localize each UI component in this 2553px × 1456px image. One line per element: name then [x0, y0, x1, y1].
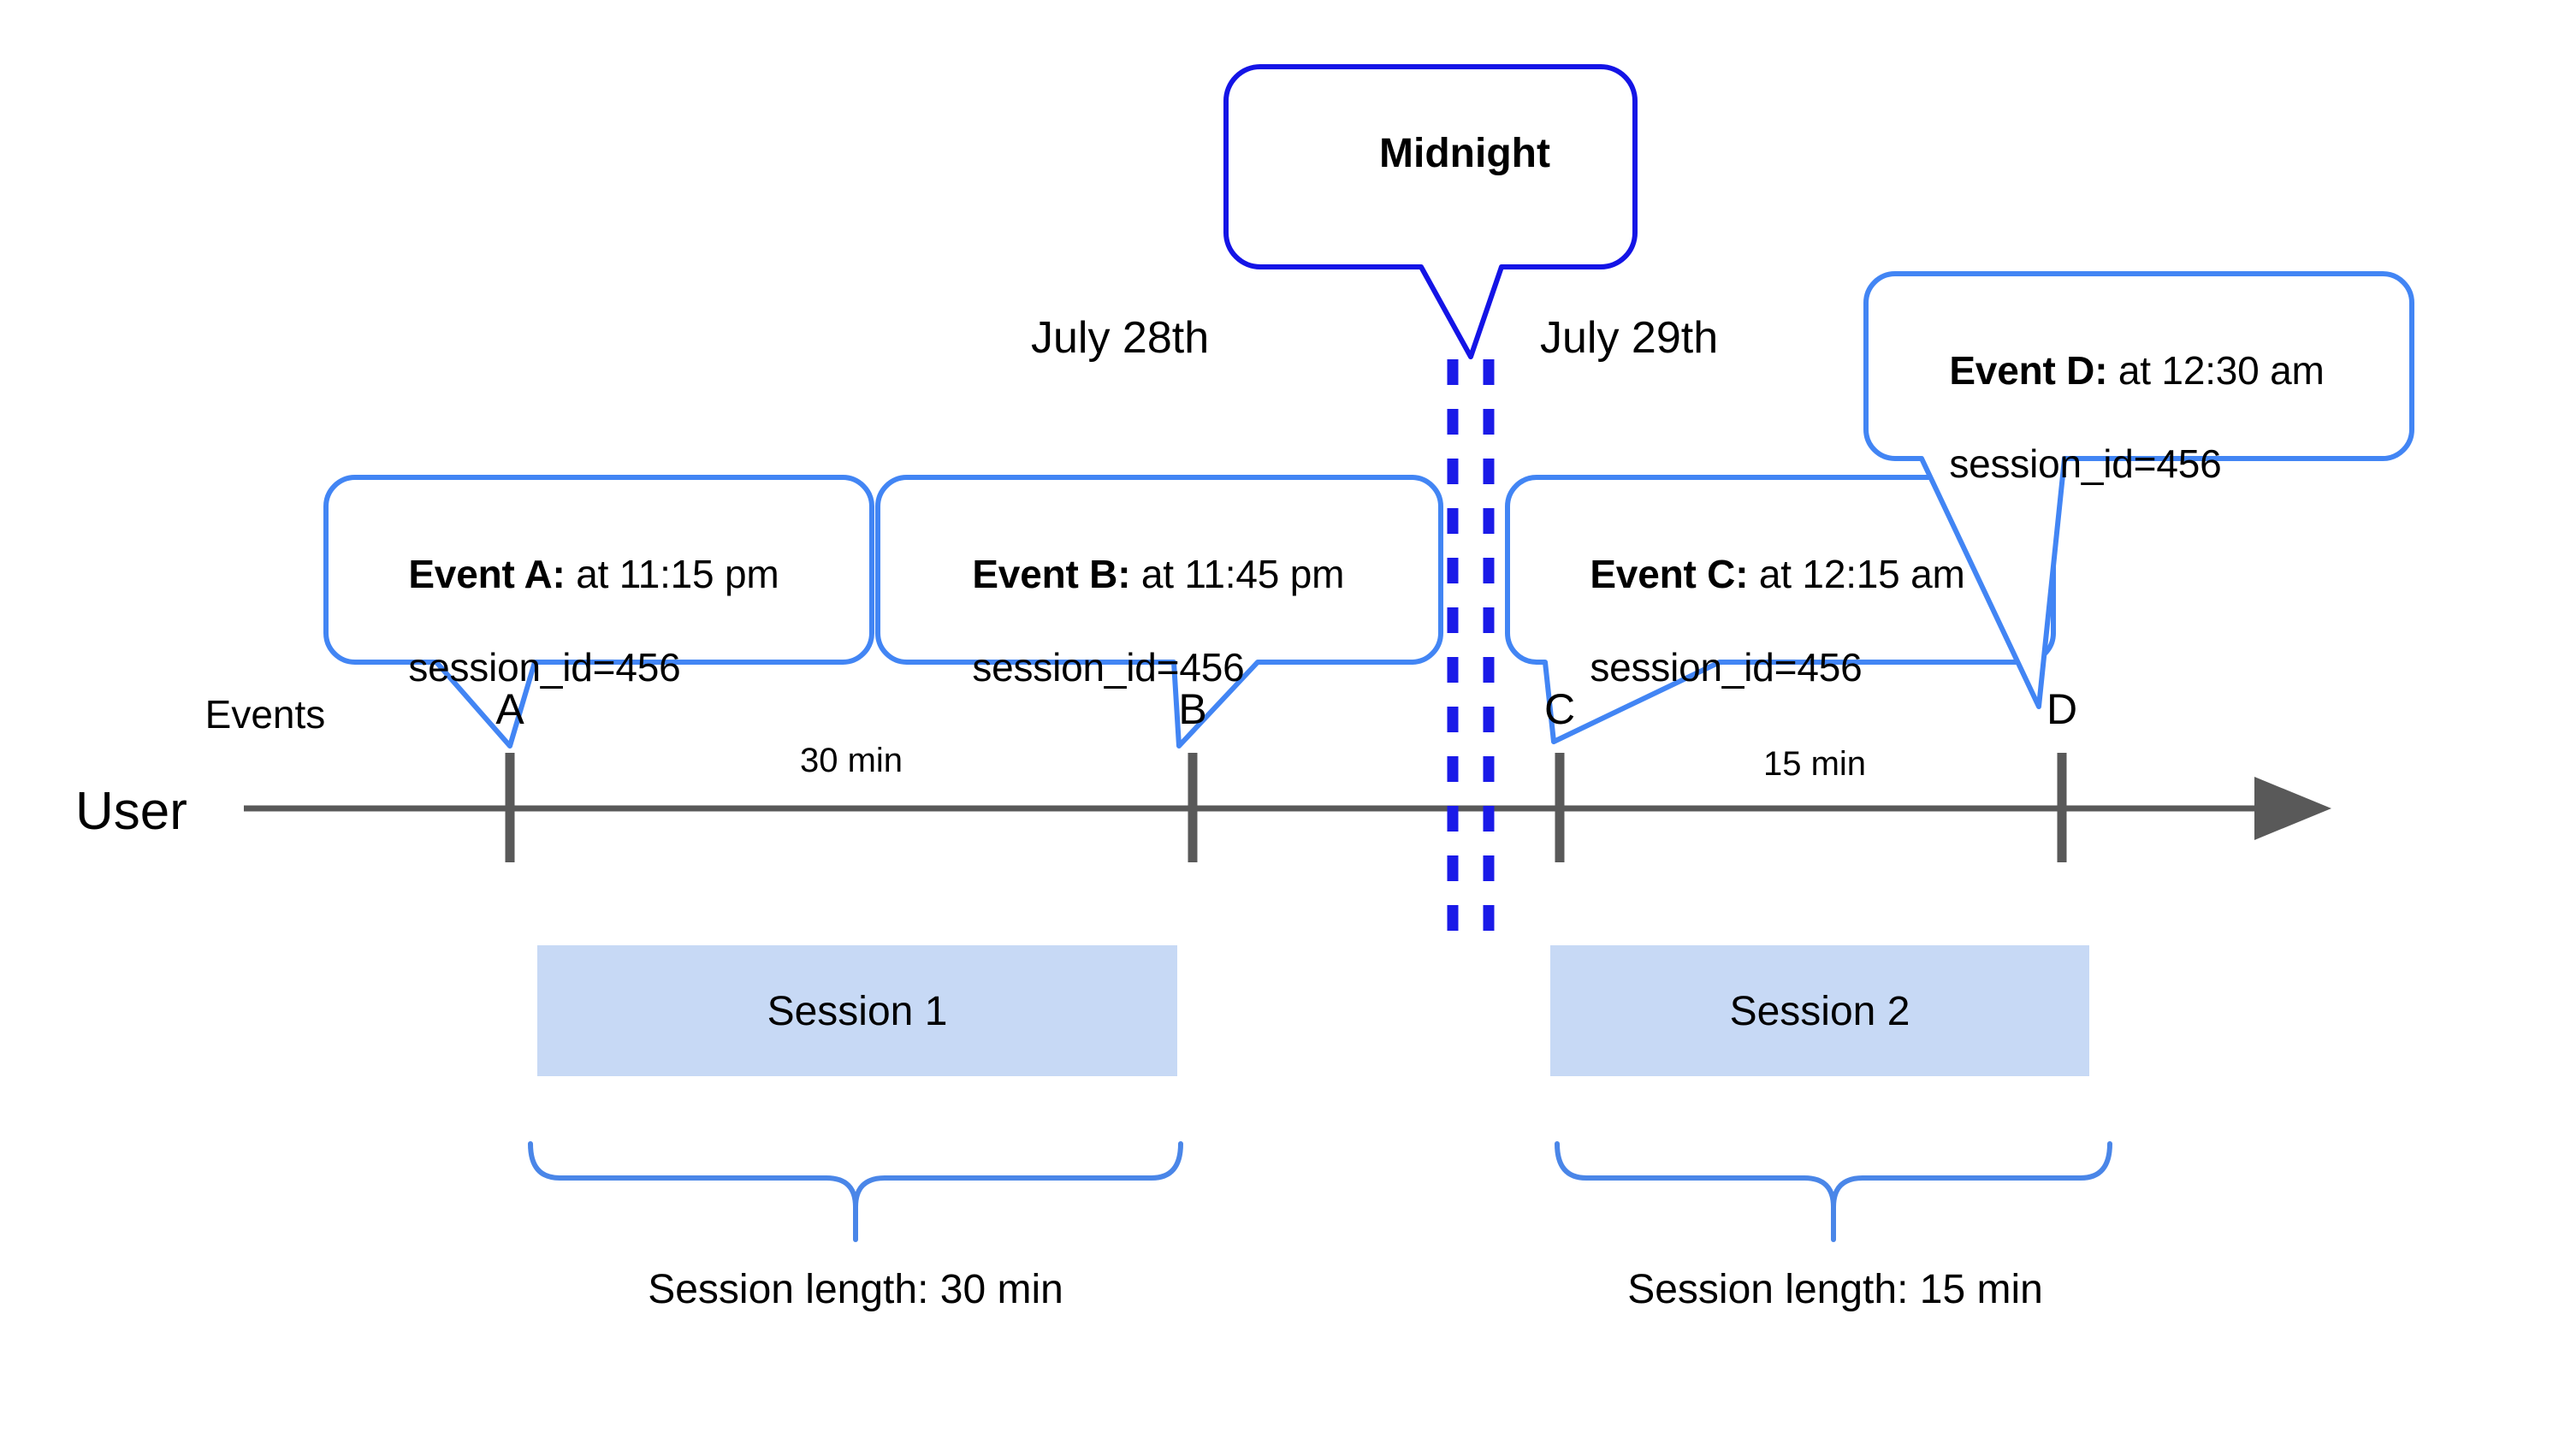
event-d-callout-shape: [1863, 271, 2414, 709]
event-a-detail: at 11:15 pm: [565, 552, 779, 597]
tick-label-b: B: [1178, 685, 1207, 733]
event-a-session-id: session_id=456: [408, 644, 681, 690]
event-a-callout-text: Event A: at 11:15 pm session_id=456: [365, 505, 844, 737]
midnight-divider: [1447, 359, 1495, 932]
event-c-callout-text: Event C: at 12:15 am session_id=456: [1547, 505, 2035, 737]
session-1-bar: [537, 945, 1177, 1076]
midnight-callout-shape: [1223, 64, 1638, 359]
tick-label-a: A: [495, 685, 524, 733]
event-b-label: Event B:: [972, 552, 1131, 597]
event-c-session-id: session_id=456: [1590, 644, 1863, 690]
session-2-length-label: Session length: 15 min: [1627, 1267, 2043, 1312]
session-2-bar-label: Session 2: [1729, 989, 1910, 1034]
event-d-session-id: session_id=456: [1949, 441, 2222, 486]
timeline-axis: [244, 777, 2331, 840]
event-b-detail: at 11:45 pm: [1130, 552, 1345, 597]
event-a-label: Event A:: [408, 552, 566, 597]
tick-label-c: C: [1543, 685, 1576, 733]
event-tick-marks: [505, 753, 2067, 862]
session-1-brace: [528, 1141, 1183, 1242]
session-2-bar: [1550, 945, 2089, 1076]
event-c-detail: at 12:15 am: [1748, 552, 1965, 597]
tick-label-d: D: [2046, 685, 2078, 733]
session-2-brace: [1555, 1141, 2112, 1242]
event-d-label: Event D:: [1949, 348, 2108, 394]
row-label-user: User: [75, 782, 187, 841]
event-b-callout-shape: [875, 475, 1443, 749]
event-b-session-id: session_id=456: [972, 644, 1245, 690]
gap-label-30-min: 30 min: [799, 742, 903, 779]
gap-label-15-min: 15 min: [1762, 745, 1867, 783]
midnight-callout-label: Midnight: [1379, 131, 1550, 176]
event-d-callout-text: Event D: at 12:30 am session_id=456: [1906, 301, 2394, 533]
session-1-length-label: Session length: 30 min: [648, 1267, 1063, 1312]
day-label-july-28: July 28th: [1031, 313, 1210, 363]
event-a-callout-shape: [323, 475, 874, 749]
row-label-events: Events: [204, 692, 326, 737]
event-c-label: Event C:: [1590, 552, 1749, 597]
event-d-detail: at 12:30 am: [2107, 348, 2325, 394]
day-label-july-29: July 29th: [1540, 313, 1719, 363]
session-1-bar-label: Session 1: [767, 989, 948, 1034]
event-b-callout-text: Event B: at 11:45 pm session_id=456: [929, 505, 1425, 737]
